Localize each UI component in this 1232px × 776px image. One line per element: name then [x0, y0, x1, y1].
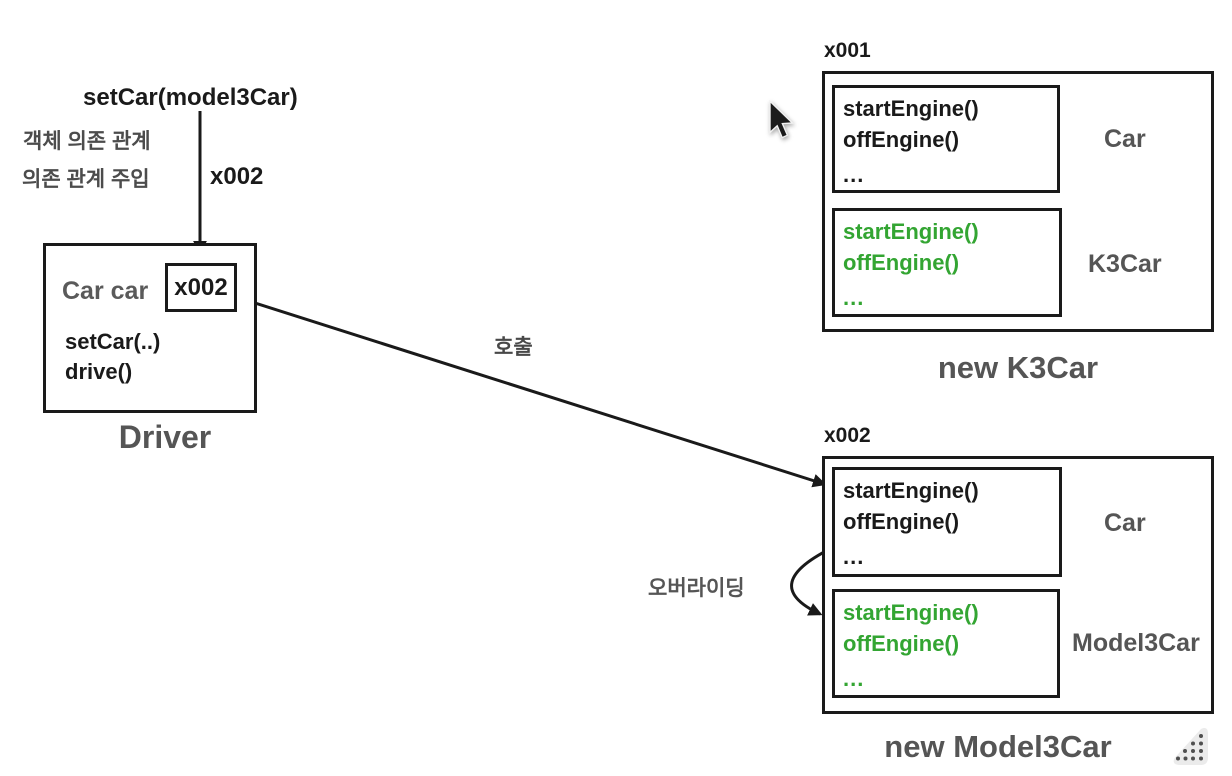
model3car-parent-part-label: Car [1104, 509, 1146, 537]
resize-grip-icon[interactable] [1170, 726, 1210, 768]
method-line: offEngine() [843, 127, 960, 152]
driver-field-label: Car car [62, 277, 149, 305]
method-line-override: offEngine() [843, 631, 960, 656]
driver-ref-value: x002 [174, 273, 228, 301]
method-line: startEngine() [843, 478, 979, 503]
method-ellipsis: ... [843, 544, 865, 569]
overriding-label: 오버라이딩 [648, 577, 745, 600]
model3car-address-label: x002 [824, 424, 871, 447]
call-arrow [235, 295, 827, 488]
setcar-call-label: setCar(model3Car) [83, 84, 298, 111]
note-dependency-injection: 의존 관계 주입 [22, 168, 150, 191]
k3car-parent-part-label: Car [1104, 125, 1146, 153]
note-object-dependency: 객체 의존 관계 [23, 130, 151, 153]
k3car-child-part-label: K3Car [1088, 250, 1162, 278]
method-ellipsis: ... [843, 285, 865, 310]
model3car-child-part-label: Model3Car [1072, 629, 1200, 657]
method-ellipsis: ... [843, 162, 865, 187]
mouse-cursor-icon [769, 100, 795, 139]
method-line-override: startEngine() [843, 219, 979, 244]
call-label: 호출 [494, 336, 533, 359]
driver-ref-box: x002 [165, 263, 237, 312]
model3car-parent-part-box: startEngine() offEngine() ... [832, 467, 1062, 577]
k3car-parent-part-box: startEngine() offEngine() ... [832, 85, 1060, 193]
method-line-override: startEngine() [843, 600, 979, 625]
k3car-address-label: x001 [824, 39, 871, 62]
model3car-caption: new Model3Car [884, 729, 1112, 764]
k3car-caption: new K3Car [937, 350, 1099, 385]
method-line: offEngine() [843, 509, 960, 534]
k3car-child-part-box: startEngine() offEngine() ... [832, 208, 1062, 317]
driver-caption: Driver [118, 419, 212, 455]
method-ellipsis: ... [843, 666, 865, 691]
driver-method-setcar: setCar(..) [65, 329, 161, 354]
method-line: startEngine() [843, 96, 979, 121]
driver-method-drive: drive() [65, 359, 133, 384]
injected-ref-label: x002 [210, 163, 264, 190]
method-line-override: offEngine() [843, 250, 960, 275]
driver-box: Car car x002 setCar(..) drive() [43, 243, 257, 413]
model3car-child-part-box: startEngine() offEngine() ... [832, 589, 1060, 698]
